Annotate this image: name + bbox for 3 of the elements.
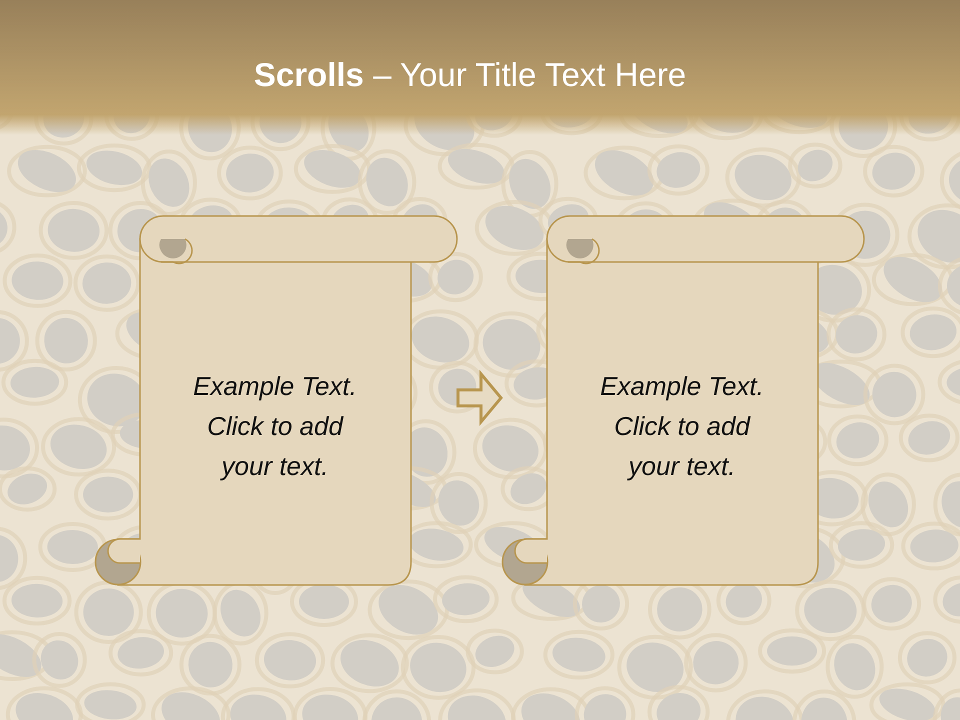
scroll-text: Example Text. Click to add your text. [599,370,765,482]
slide-title: Scrolls – Your Title Text Here [252,55,688,95]
scroll-text: Example Text. Click to add your text. [192,370,358,482]
